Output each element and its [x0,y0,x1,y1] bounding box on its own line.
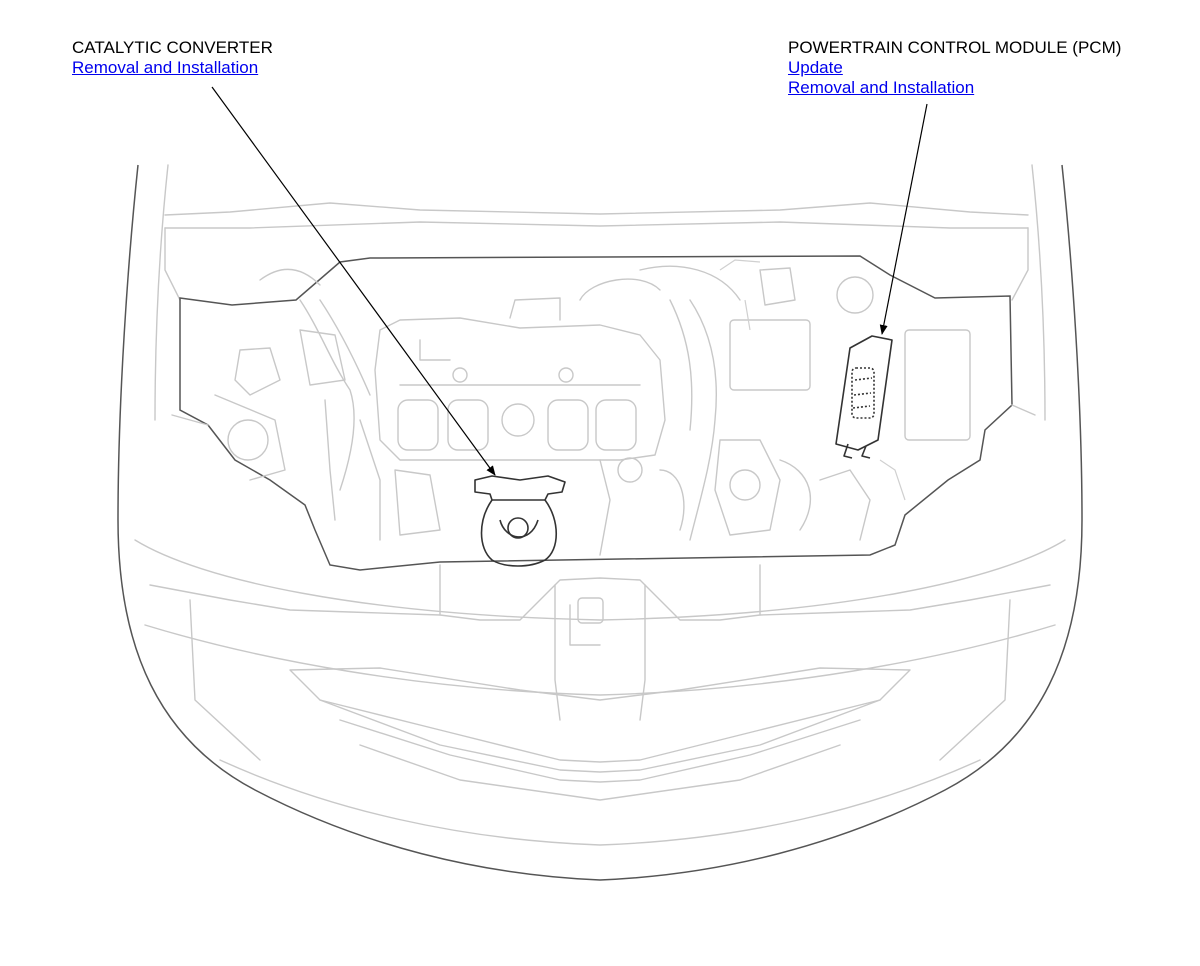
pcm-leader [879,103,928,335]
catalytic-converter-title: CATALYTIC CONVERTER [72,38,273,57]
engine-detail-linework [214,259,971,556]
pcm-removal-link[interactable]: Removal and Installation [788,78,975,97]
pcm-title: POWERTRAIN CONTROL MODULE (PCM) [788,38,1122,57]
pcm-update-link[interactable]: Update [788,58,843,77]
pcm-component [835,335,893,459]
car-body-outline [117,164,1083,881]
engine-bay-outline [171,255,1036,571]
catalytic-converter-callout: CATALYTIC CONVERTER Removal and Installa… [72,38,273,78]
front-bumper-linework [134,539,1066,846]
catalytic-converter-component [474,475,566,567]
catalytic-converter-removal-link[interactable]: Removal and Installation [72,58,259,77]
catalytic-converter-leader [211,86,496,476]
pcm-callout: POWERTRAIN CONTROL MODULE (PCM) Update R… [788,38,1121,98]
